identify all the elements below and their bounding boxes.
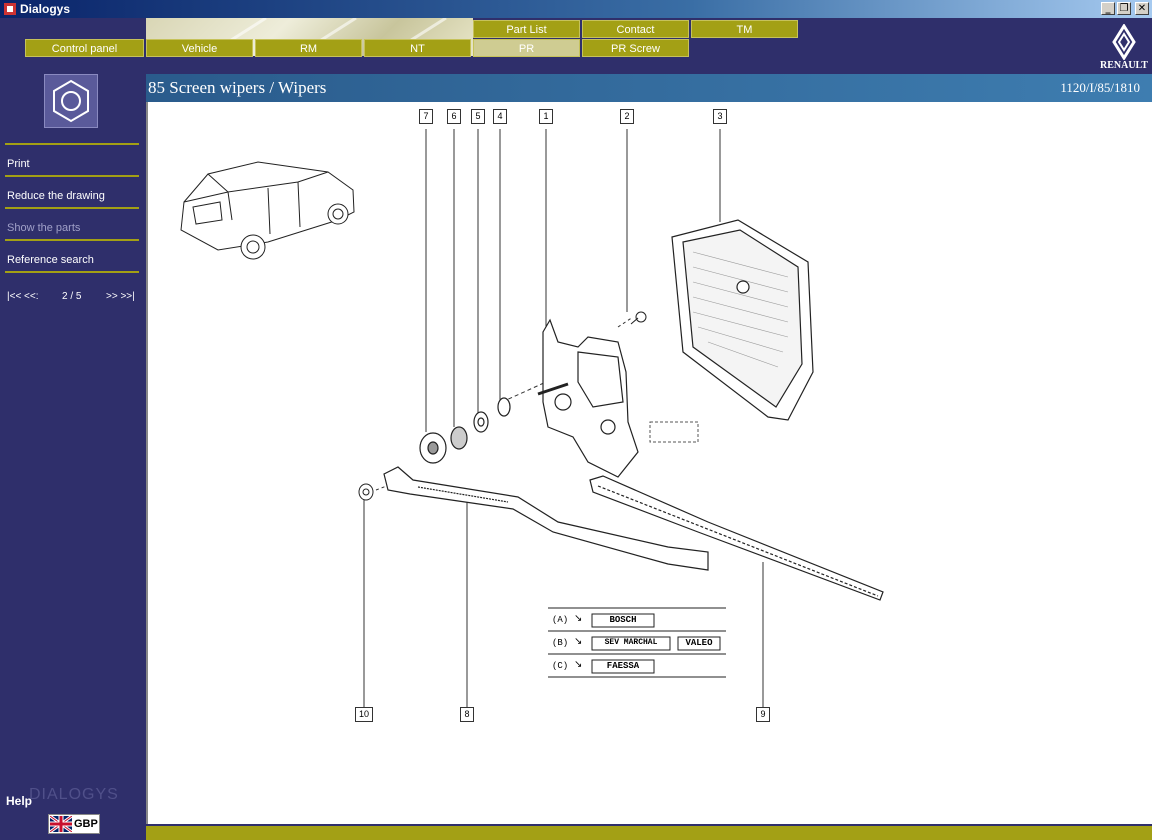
minimize-button[interactable]: _ <box>1101 2 1115 15</box>
screw <box>630 311 647 325</box>
callout-1[interactable]: 1 <box>539 109 553 124</box>
parts-drawing-canvas[interactable]: 7 6 5 4 1 2 3 10 8 9 (A) (B) (C) ↘ ↘ ↘ B… <box>146 102 1152 824</box>
washers <box>419 397 511 464</box>
app-icon <box>4 3 16 15</box>
window-titlebar: Dialogys _ ❐ ✕ <box>0 0 1152 18</box>
legend-tag-c: (C) <box>552 661 569 671</box>
callout-6[interactable]: 6 <box>447 109 461 124</box>
legend-tag-b: (B) <box>552 638 569 648</box>
pager-next-last[interactable]: >> >>| <box>106 291 135 302</box>
callout-10[interactable]: 10 <box>355 707 373 722</box>
wiper-blade <box>589 475 884 601</box>
legend-brand-faessa: FAESSA <box>606 661 640 671</box>
sidebar-item-reduce-drawing[interactable]: Reduce the drawing <box>7 190 105 202</box>
tab-nt[interactable]: NT <box>364 39 471 57</box>
page-title-bar: 85 Screen wipers / Wipers 1120/I/85/1810 <box>146 74 1152 102</box>
nut <box>358 483 374 501</box>
uk-flag-icon <box>50 816 72 832</box>
dialogys-watermark: DIALOGYS <box>29 786 119 803</box>
tab-control-panel[interactable]: Control panel <box>25 39 144 57</box>
tab-contact[interactable]: Contact <box>582 20 689 38</box>
sidebar-divider <box>5 271 139 273</box>
bottom-bar <box>146 826 1152 840</box>
sidebar-divider <box>5 207 139 209</box>
legend-tag-a: (A) <box>552 615 569 625</box>
close-button[interactable]: ✕ <box>1135 2 1149 15</box>
currency-label: GBP <box>74 818 98 830</box>
arrow-icon: ↘ <box>574 636 583 647</box>
restore-button[interactable]: ❐ <box>1117 2 1131 15</box>
callout-5[interactable]: 5 <box>471 109 485 124</box>
car-thumbnail-icon <box>180 161 355 260</box>
wiper-housing-cover <box>671 219 814 421</box>
tab-pr-screw[interactable]: PR Screw <box>582 39 689 57</box>
sidebar-divider <box>5 143 139 145</box>
tab-part-list[interactable]: Part List <box>473 20 580 38</box>
legend-brand-sev-marchal: SEV MARCHAL <box>604 638 658 647</box>
wiper-motor-bracket <box>537 318 639 478</box>
tab-pr[interactable]: PR <box>473 39 580 57</box>
sidebar: Print Reduce the drawing Show the parts … <box>0 74 146 840</box>
brand-name: RENAULT <box>1100 60 1148 71</box>
callout-9[interactable]: 9 <box>756 707 770 722</box>
tab-rm[interactable]: RM <box>255 39 362 57</box>
sidebar-divider <box>5 239 139 241</box>
sidebar-item-print[interactable]: Print <box>7 158 30 170</box>
sidebar-divider <box>5 175 139 177</box>
sidebar-item-show-parts[interactable]: Show the parts <box>7 222 81 234</box>
callout-7[interactable]: 7 <box>419 109 433 124</box>
callout-4[interactable]: 4 <box>493 109 507 124</box>
exploded-diagram <box>180 129 884 707</box>
supplier-legend <box>548 607 726 678</box>
legend-brand-bosch: BOSCH <box>609 615 637 625</box>
page-title: 85 Screen wipers / Wipers <box>148 78 327 97</box>
callout-3[interactable]: 3 <box>713 109 727 124</box>
pager-first-prev[interactable]: |<< <<: <box>7 291 39 302</box>
page-reference: 1120/I/85/1810 <box>1060 80 1140 95</box>
renault-logo: RENAULT <box>1098 23 1150 71</box>
renault-diamond-icon <box>1112 23 1136 61</box>
tab-vehicle[interactable]: Vehicle <box>146 39 253 57</box>
callout-8[interactable]: 8 <box>460 707 474 722</box>
callout-2[interactable]: 2 <box>620 109 634 124</box>
currency-selector[interactable]: GBP <box>48 814 100 834</box>
pager-position: 2 / 5 <box>62 291 82 302</box>
wiper-arm <box>383 466 709 571</box>
legend-brand-valeo: VALEO <box>685 638 713 648</box>
window-title: Dialogys <box>20 2 71 16</box>
arrow-icon: ↘ <box>574 659 583 670</box>
help-link[interactable]: Help <box>6 794 33 808</box>
app-header: Part List Contact TM Control panel Vehic… <box>0 16 1152 74</box>
tab-tm[interactable]: TM <box>691 20 798 38</box>
nut-icon <box>44 74 98 128</box>
sidebar-item-reference-search[interactable]: Reference search <box>7 254 94 266</box>
arrow-icon: ↘ <box>574 613 583 624</box>
